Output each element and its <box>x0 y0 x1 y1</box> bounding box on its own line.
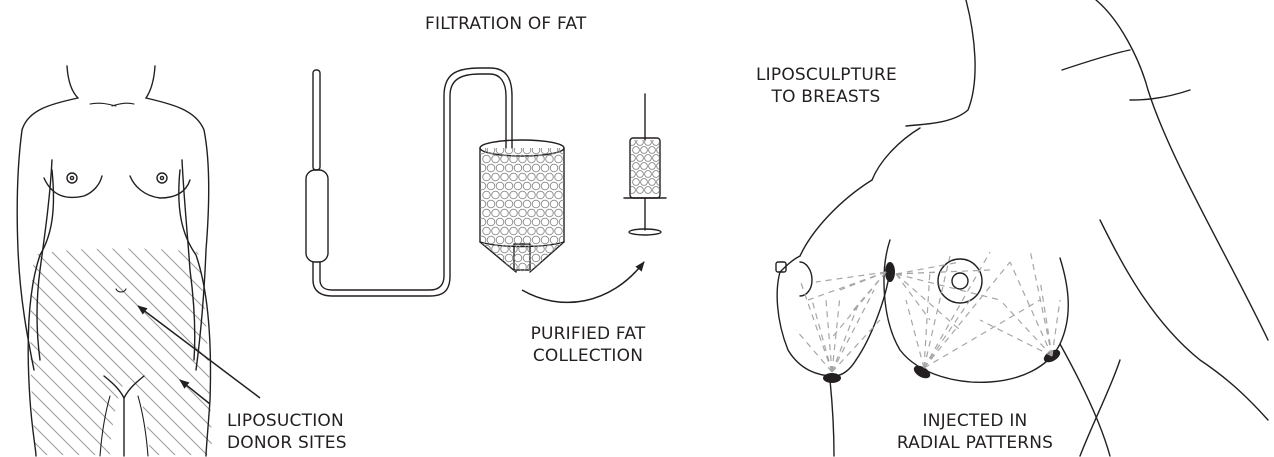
filtration-canister <box>478 140 567 272</box>
radial-injection-lines <box>796 250 1060 372</box>
label-filtration: FILTRATION OF FAT <box>425 13 587 35</box>
label-donor-line2: DONOR SITES <box>227 432 347 454</box>
torso-figure <box>0 66 468 457</box>
label-donor-sites: LIPOSUCTION DONOR SITES <box>227 410 347 454</box>
label-purified: PURIFIED FAT COLLECTION <box>508 323 668 367</box>
collection-arrow <box>522 262 644 302</box>
label-purified-line1: PURIFIED FAT <box>508 323 668 345</box>
syringe <box>624 94 666 235</box>
label-injected-line1: INJECTED IN <box>880 410 1070 432</box>
donor-arrow-upper <box>138 306 260 398</box>
label-injected-line2: RADIAL PATTERNS <box>880 432 1070 454</box>
syringe-fat-beads <box>629 139 664 194</box>
label-liposculpture: LIPOSCULPTURE TO BREASTS <box>756 64 896 108</box>
injection-port <box>885 262 895 282</box>
label-injected: INJECTED IN RADIAL PATTERNS <box>880 410 1070 454</box>
label-liposculpture-line1: LIPOSCULPTURE <box>756 64 896 86</box>
injection-port <box>823 373 841 383</box>
label-donor-line1: LIPOSUCTION <box>227 410 347 432</box>
label-purified-line2: COLLECTION <box>508 345 668 367</box>
label-liposculpture-line2: TO BREASTS <box>756 86 896 108</box>
